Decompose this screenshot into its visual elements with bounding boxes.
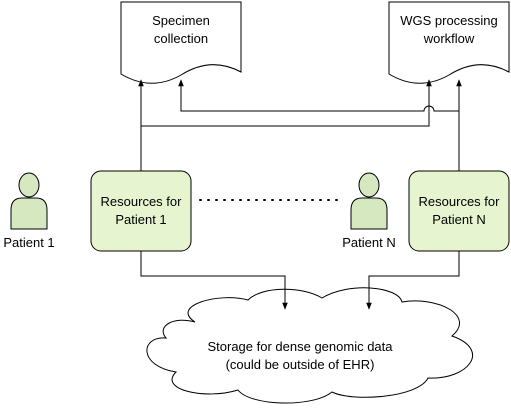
specimen-collection-label: Specimen collection [121, 10, 241, 50]
storage-label: Storage for dense genomic data (could be… [170, 336, 430, 376]
resources-patient-n-line1: Resources for [418, 194, 500, 209]
wgs-workflow-line2: workflow [423, 31, 475, 46]
patient-1-label: Patient 1 [3, 235, 55, 250]
resources-patient-n-line2: Patient N [432, 212, 486, 227]
connector-p1-to-storage [140, 251, 288, 310]
resources-patient-1-line1: Resources for [100, 194, 182, 209]
connector-p1-to-wgs [141, 79, 432, 127]
storage-line2: (could be outside of EHR) [225, 357, 375, 372]
resources-patient-1-label: Resources for Patient 1 [91, 171, 191, 251]
storage-cloud-shape [146, 287, 474, 404]
specimen-collection-line1: Specimen [152, 13, 210, 28]
wgs-workflow-label: WGS processing workflow [389, 10, 509, 50]
patient-n-label: Patient N [342, 235, 396, 250]
wgs-workflow-document-shape [388, 1, 510, 84]
wgs-workflow-line1: WGS processing [400, 13, 498, 28]
patient-1-person-icon [10, 172, 48, 230]
connector-pn-to-storage [366, 251, 460, 310]
resources-patient-1-line2: Patient 1 [115, 212, 167, 227]
connector-pn-to-specimen [178, 79, 459, 112]
specimen-collection-line2: collection [153, 31, 209, 46]
storage-line1: Storage for dense genomic data [207, 339, 393, 354]
resources-patient-n-label: Resources for Patient N [409, 171, 509, 251]
specimen-collection-document-shape [120, 1, 242, 84]
patient-n-person-icon [350, 172, 388, 230]
